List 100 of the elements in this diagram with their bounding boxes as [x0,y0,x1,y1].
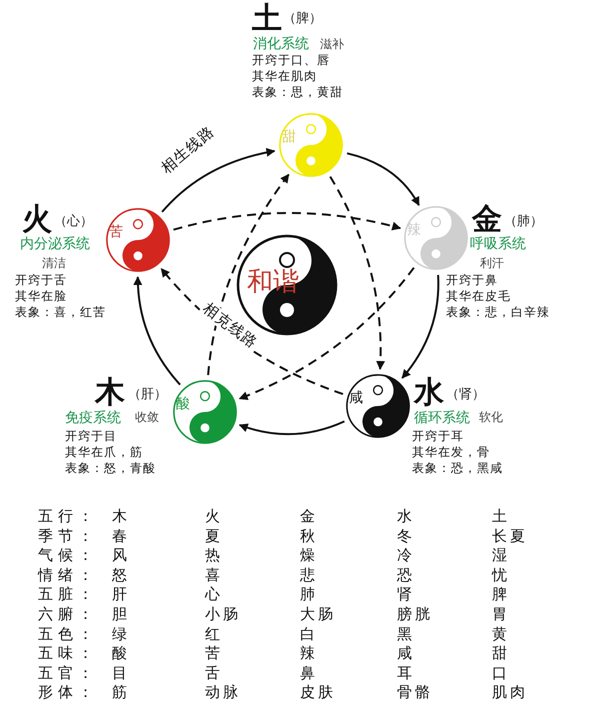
table-cell: 鼻 [300,664,318,682]
effect-label: 清洁 [42,257,66,271]
table-cell: 肌肉 [492,684,528,702]
note-line: 表象：喜，红苦 [15,306,106,320]
table-cell: 喜 [205,566,223,584]
row-header: 五色： [38,626,98,643]
note-line: 其华在爪，筋 [65,446,143,460]
table-cell: 秋 [300,528,318,545]
table-cell: 黄 [492,626,510,643]
note-line: 其华在皮毛 [446,290,511,304]
flavor-label: 咸 [349,390,363,406]
table-cell: 风 [112,547,130,564]
row-header: 情绪： [38,566,98,584]
organ-label: （肺） [504,215,543,230]
note-line: 开窍于舌 [15,274,67,288]
table-cell: 辣 [300,645,318,662]
dashed-arrow [329,176,385,370]
organ-label: （脾） [283,12,322,27]
effect-label: 利汗 [480,257,504,271]
row-header: 五脏： [38,586,98,604]
table-cell: 胃 [492,606,510,624]
table-cell: 春 [112,528,130,545]
system-label: 免疫系统 [65,410,121,426]
arrow [134,276,181,386]
organ-label: （肝） [128,388,167,403]
effect-label: 收敛 [135,411,159,425]
table-cell: 大肠 [300,606,336,624]
element-character: 土 [252,2,282,36]
table-cell: 红 [205,626,223,643]
note-line: 开窍于鼻 [446,274,498,288]
table-cell: 夏 [205,528,223,545]
note-line: 开窍于耳 [412,430,464,444]
table-cell: 肺 [300,586,318,604]
note-line: 表象：怒，青酸 [65,462,156,476]
table-cell: 悲 [300,566,318,584]
note-line: 其华在肌肉 [252,70,317,84]
table-cell: 胆 [112,606,130,624]
system-label: 呼吸系统 [470,236,526,252]
effect-label: 滋补 [320,38,344,52]
row-header: 形体： [38,684,98,702]
note-line: 其华在脸 [15,290,67,304]
table-cell: 甜 [492,645,510,662]
row-header: 五官： [38,664,98,682]
table-cell: 酸 [112,645,130,662]
table-cell: 热 [205,547,223,564]
table-cell: 白 [300,626,318,643]
table-cell: 肾 [397,586,415,604]
table-cell: 土 [492,508,510,526]
arrow [401,274,440,379]
flavor-label: 酸 [176,396,190,412]
arrow [161,148,276,213]
table-cell: 动脉 [205,684,241,702]
table-cell: 燥 [300,547,318,564]
flavor-label: 甜 [282,129,296,146]
row-header: 五行： [38,508,98,526]
table-cell: 水 [397,508,415,526]
table-cell: 筋 [112,684,130,702]
arrow [346,152,420,206]
arrow [238,420,345,436]
dashed-arrow [238,267,415,400]
table-cell: 火 [205,508,223,526]
table-cell: 苦 [205,645,223,662]
organ-label: （心） [54,215,93,230]
table-cell: 绿 [112,626,130,643]
table-cell: 目 [112,664,130,682]
table-cell: 膀胱 [397,606,433,624]
organ-label: （肾） [446,388,485,403]
note-line: 其华在发，骨 [412,446,490,460]
table-cell: 忧 [492,566,510,584]
table-cell: 舌 [205,664,223,682]
element-character: 金 [472,203,502,237]
table-cell: 心 [205,586,223,604]
table-cell: 恐 [397,566,415,584]
table-cell: 黑 [397,626,415,643]
flavor-label: 苦 [109,224,123,240]
row-header: 六腑： [38,606,98,624]
table-cell: 耳 [397,664,415,682]
element-character: 水 [414,376,444,410]
table-cell: 皮肤 [300,684,336,702]
note-line: 表象：思，黄甜 [252,86,343,100]
row-header: 气候： [38,547,98,564]
note-line: 开窍于目 [65,430,117,444]
table-cell: 口 [492,664,510,682]
system-label: 循环系统 [414,410,470,426]
dashed-arrow [173,212,402,231]
table-cell: 长夏 [492,528,528,545]
note-line: 开窍于口、唇 [252,54,330,68]
table-cell: 骨骼 [397,684,433,702]
element-character: 木 [95,376,125,410]
row-header: 五味： [38,645,98,662]
row-header: 季节： [38,528,98,545]
table-cell: 肝 [112,586,130,604]
table-cell: 小肠 [205,606,241,624]
system-label: 内分泌系统 [20,236,90,252]
table-cell: 咸 [397,645,415,662]
table-cell: 冷 [397,547,415,564]
element-character: 火 [22,203,52,237]
system-label: 消化系统 [253,36,309,52]
table-cell: 冬 [397,528,415,545]
note-line: 表象：悲，白辛辣 [446,306,550,320]
